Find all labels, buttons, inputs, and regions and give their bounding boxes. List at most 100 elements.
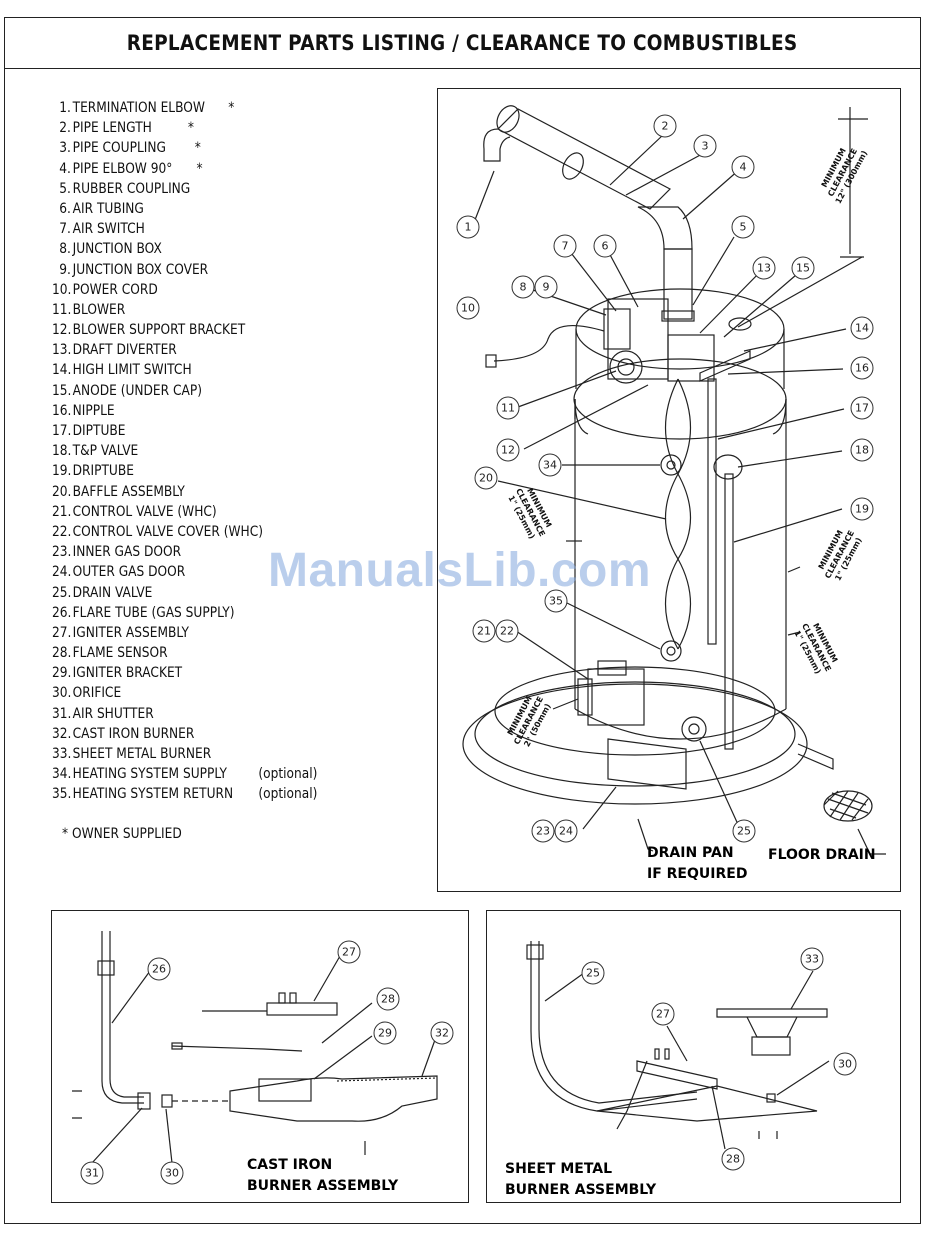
clearance-top-label: MINIMUM CLEARANCE 12" (300mm) [820, 147, 870, 206]
part-row: 31.AIR SHUTTER [52, 704, 370, 724]
callout-8: 8 [511, 275, 535, 299]
callout-31: 31 [80, 1161, 104, 1185]
support-bracket [699, 350, 751, 382]
svg-text:4: 4 [740, 161, 747, 174]
svg-text:23: 23 [536, 825, 550, 838]
sheet-metal-burner-diagram: 25 27 33 30 28 SHEET METAL BURNER ASSEMB… [486, 910, 901, 1203]
part-row: 5.RUBBER COUPLING [52, 179, 370, 199]
part-number: 14. [52, 362, 72, 379]
part-row: 24.OUTER GAS DOOR [52, 562, 370, 582]
svg-text:24: 24 [559, 825, 573, 838]
part-label: FLAME SENSOR [72, 645, 168, 662]
callout-17: 17 [850, 396, 874, 420]
part-number: 5. [59, 180, 71, 197]
part-number: 7. [59, 221, 71, 238]
floor-pan-outer [462, 683, 808, 805]
part-number: 31. [52, 705, 72, 722]
part-label: BAFFLE ASSEMBLY [72, 483, 185, 500]
svg-text:29: 29 [378, 1027, 392, 1040]
pipe-length [496, 108, 672, 210]
part-label: ANODE (UNDER CAP) [72, 382, 202, 399]
part-label: NIPPLE [72, 402, 115, 419]
callout-27: 27 [651, 1002, 675, 1026]
part-label: IGNITER BRACKET [72, 665, 183, 682]
cast-iron-burner-diagram: 26 27 28 29 32 31 30 CAST IRON BURNER AS… [51, 910, 469, 1203]
svg-text:32: 32 [435, 1027, 449, 1040]
part-label: DRAFT DIVERTER [72, 342, 177, 359]
burner-plate [596, 1085, 818, 1122]
draft-diverter [667, 334, 715, 382]
callout-3: 3 [693, 134, 717, 158]
part-number: 17. [52, 423, 72, 439]
gas-door [607, 738, 687, 790]
part-label: TERMINATION ELBOW [72, 100, 205, 116]
part-row: 9.JUNCTION BOX COVER [52, 260, 370, 280]
callout-28: 28 [721, 1147, 745, 1171]
svg-text:15: 15 [796, 262, 810, 275]
sheet-metal-burner [716, 1008, 828, 1018]
part-row: 20.BAFFLE ASSEMBLY [52, 482, 370, 502]
part-row: 27.IGNITER ASSEMBLY [52, 623, 370, 643]
clearance-left-label: MINIMUM CLEARANCE 1" (25mm) [506, 487, 553, 541]
svg-text:30: 30 [165, 1167, 179, 1180]
part-label: CONTROL VALVE COVER (WHC) [72, 523, 264, 540]
callout-5: 5 [731, 215, 755, 239]
diptube [707, 378, 717, 645]
cast-iron-burner [229, 1075, 438, 1122]
optional-mark: (optional) [258, 786, 318, 803]
title-bar: REPLACEMENT PARTS LISTING / CLEARANCE TO… [5, 18, 920, 69]
page-title: REPLACEMENT PARTS LISTING / CLEARANCE TO… [127, 31, 798, 55]
part-label: HEATING SYSTEM RETURN [72, 786, 234, 803]
part-number: 13. [52, 342, 72, 359]
tube-nut [526, 944, 544, 960]
callout-10: 10 [456, 296, 480, 320]
blower-wheel [609, 350, 643, 384]
part-label: RUBBER COUPLING [72, 180, 191, 197]
svg-text:25: 25 [737, 825, 751, 838]
callout-24: 24 [554, 819, 578, 843]
part-number: 9. [59, 261, 71, 278]
svg-text:25: 25 [586, 967, 600, 980]
callout-9: 9 [534, 275, 558, 299]
sheet-metal-caption-line1: SHEET METAL [505, 1161, 612, 1177]
part-number: 4. [59, 160, 71, 177]
cast-iron-caption-line2: BURNER ASSEMBLY [247, 1178, 399, 1194]
svg-text:30: 30 [838, 1058, 852, 1071]
svg-text:27: 27 [342, 946, 356, 959]
part-label: BLOWER [72, 301, 126, 318]
callout-14: 14 [850, 316, 874, 340]
svg-text:14: 14 [855, 322, 869, 335]
part-label: CONTROL VALVE (WHC) [72, 503, 217, 520]
pipe-elbow [637, 206, 693, 250]
svg-text:27: 27 [656, 1008, 670, 1021]
owner-supplied-mark: * [194, 140, 201, 157]
part-number: 3. [59, 140, 71, 157]
svg-text:1: 1 [465, 221, 472, 234]
part-row: 30.ORIFICE [52, 683, 370, 703]
svg-text:10: 10 [461, 302, 475, 315]
optional-mark: (optional) [258, 766, 318, 783]
part-row: 22.CONTROL VALVE COVER (WHC) [52, 522, 370, 542]
part-number: 24. [52, 564, 72, 581]
part-label: AIR SHUTTER [72, 705, 154, 722]
part-label: HEATING SYSTEM SUPPLY [72, 766, 227, 783]
termination-elbow [483, 128, 511, 162]
part-number: 25. [52, 584, 72, 601]
igniter-body [266, 1002, 338, 1016]
svg-text:17: 17 [855, 402, 869, 415]
callout-30: 30 [160, 1161, 184, 1185]
part-number: 2. [59, 120, 71, 137]
callout-13: 13 [752, 256, 776, 280]
part-number: 6. [59, 200, 71, 217]
cast-iron-caption-line1: CAST IRON [247, 1157, 332, 1173]
flare-tube-inner [109, 931, 144, 1098]
svg-text:2: 2 [662, 120, 669, 133]
svg-text:28: 28 [726, 1153, 740, 1166]
part-row: 29.IGNITER BRACKET [52, 663, 370, 683]
part-number: 15. [52, 382, 72, 399]
callout-1: 1 [456, 215, 480, 239]
owner-supplied-mark: * [196, 160, 203, 177]
part-label: ORIFICE [72, 685, 122, 702]
part-number: 10. [52, 281, 72, 298]
part-label: DRIPTUBE [72, 463, 134, 480]
